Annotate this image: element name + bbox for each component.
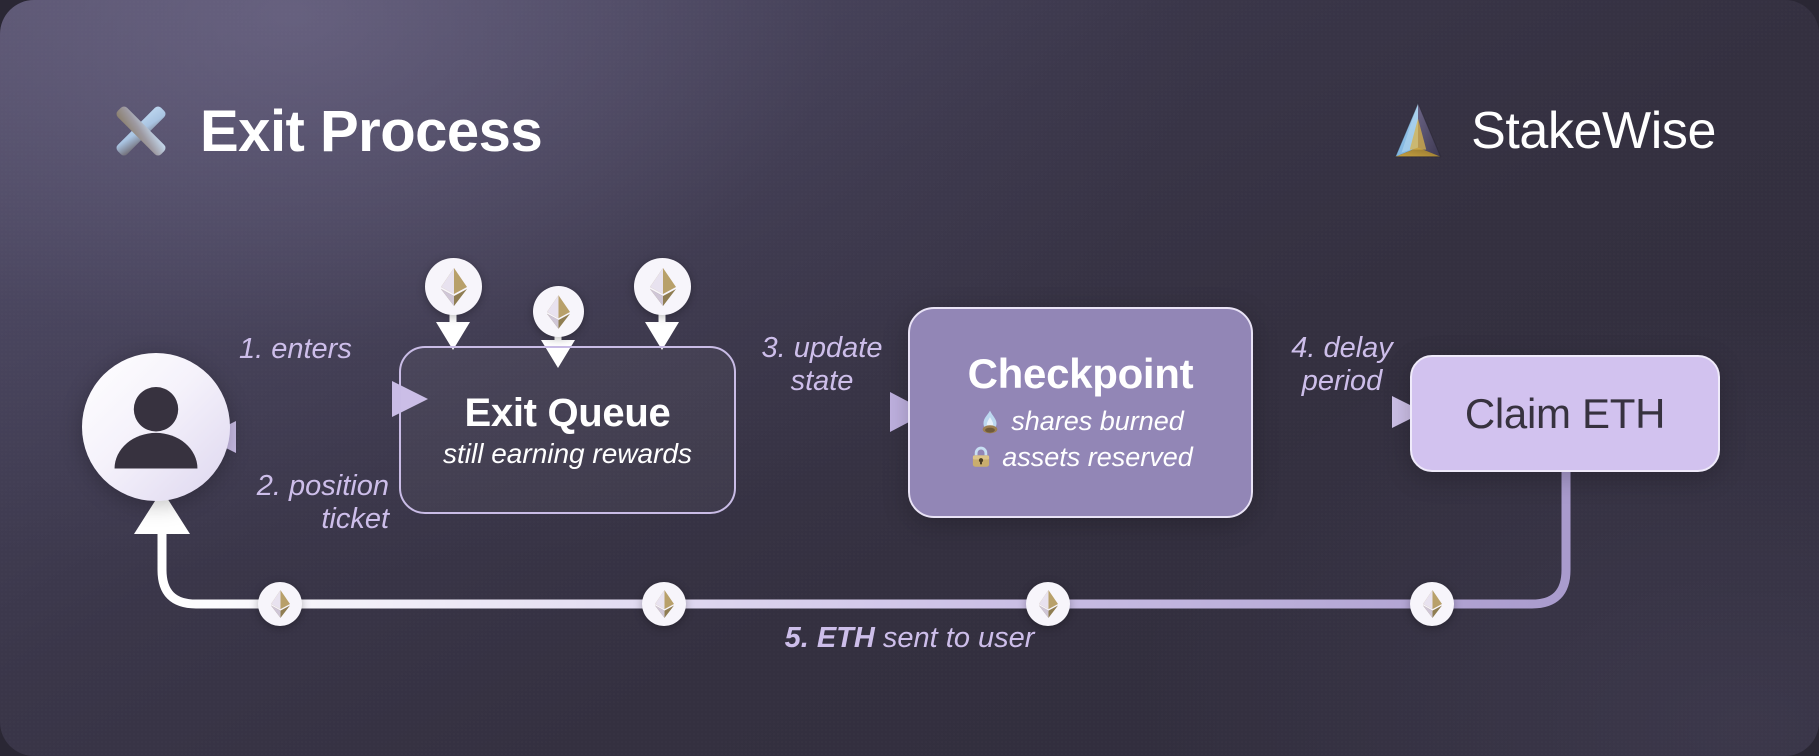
ethereum-diamond-icon <box>1422 590 1442 618</box>
eth-token-inflow-2 <box>533 286 584 337</box>
eth-token-return-3 <box>1026 582 1070 626</box>
stakewise-logo-icon <box>1385 98 1451 164</box>
user-avatar[interactable] <box>82 353 230 501</box>
ethereum-diamond-icon <box>440 267 467 306</box>
exit-queue-title: Exit Queue <box>464 390 671 435</box>
page-header: Exit Process <box>106 96 543 166</box>
step-5-rest-part: sent to user <box>874 622 1035 654</box>
connector-checkpoint-to-claim <box>1253 396 1424 428</box>
claim-eth-title: Claim ETH <box>1464 389 1666 437</box>
brand-lockup: StakeWise <box>1385 98 1716 164</box>
user-icon <box>114 387 198 469</box>
step-label-4-delay-period: 4. delay period <box>1291 332 1393 397</box>
checkpoint-detail-text-1: shares burned <box>1011 405 1184 436</box>
step-label-1-enters: 1. enters <box>239 333 352 365</box>
ethereum-diamond-icon <box>1038 590 1058 618</box>
checkpoint-detail-text-2: assets reserved <box>1002 441 1193 472</box>
ethereum-diamond-icon <box>649 267 676 306</box>
eth-token-inflow-3 <box>634 258 691 315</box>
connector-claim-to-user-return <box>134 467 1571 609</box>
connector-exitqueue-to-checkpoint <box>736 392 928 432</box>
eth-token-return-1 <box>258 582 302 626</box>
checkpoint-detail-assets-reserved: assets reserved <box>968 440 1193 476</box>
step-5-bold-part: 5. ETH <box>784 622 875 654</box>
lock-icon <box>973 447 990 468</box>
node-claim-eth[interactable]: Claim ETH <box>1410 355 1720 472</box>
step-label-2-position-ticket: 2. position ticket <box>256 470 389 535</box>
brand-name: StakeWise <box>1471 102 1716 160</box>
ethereum-diamond-icon <box>547 294 570 329</box>
node-checkpoint[interactable]: Checkpoint shares burned assets reserved <box>908 307 1253 518</box>
checkpoint-detail-shares-burned: shares burned <box>977 404 1184 440</box>
ethereum-diamond-icon <box>654 590 674 618</box>
cross-mark-icon <box>106 96 176 166</box>
eth-token-inflow-1 <box>425 258 482 315</box>
eth-token-return-2 <box>642 582 686 626</box>
step-label-5-eth-sent-to-user: 5. ETH sent to user <box>0 622 1819 655</box>
connector-exitqueue-to-user <box>204 421 398 453</box>
connector-user-to-exitqueue <box>228 381 428 417</box>
ethereum-diamond-icon <box>270 590 290 618</box>
step-label-3-update-state: 3. update state <box>761 332 883 397</box>
node-exit-queue[interactable]: Exit Queue still earning rewards <box>399 346 736 514</box>
checkpoint-title: Checkpoint <box>967 349 1194 397</box>
eth-token-return-4 <box>1410 582 1454 626</box>
page-title: Exit Process <box>200 98 543 164</box>
fire-icon <box>982 410 998 434</box>
exit-queue-subtitle: still earning rewards <box>443 437 692 469</box>
